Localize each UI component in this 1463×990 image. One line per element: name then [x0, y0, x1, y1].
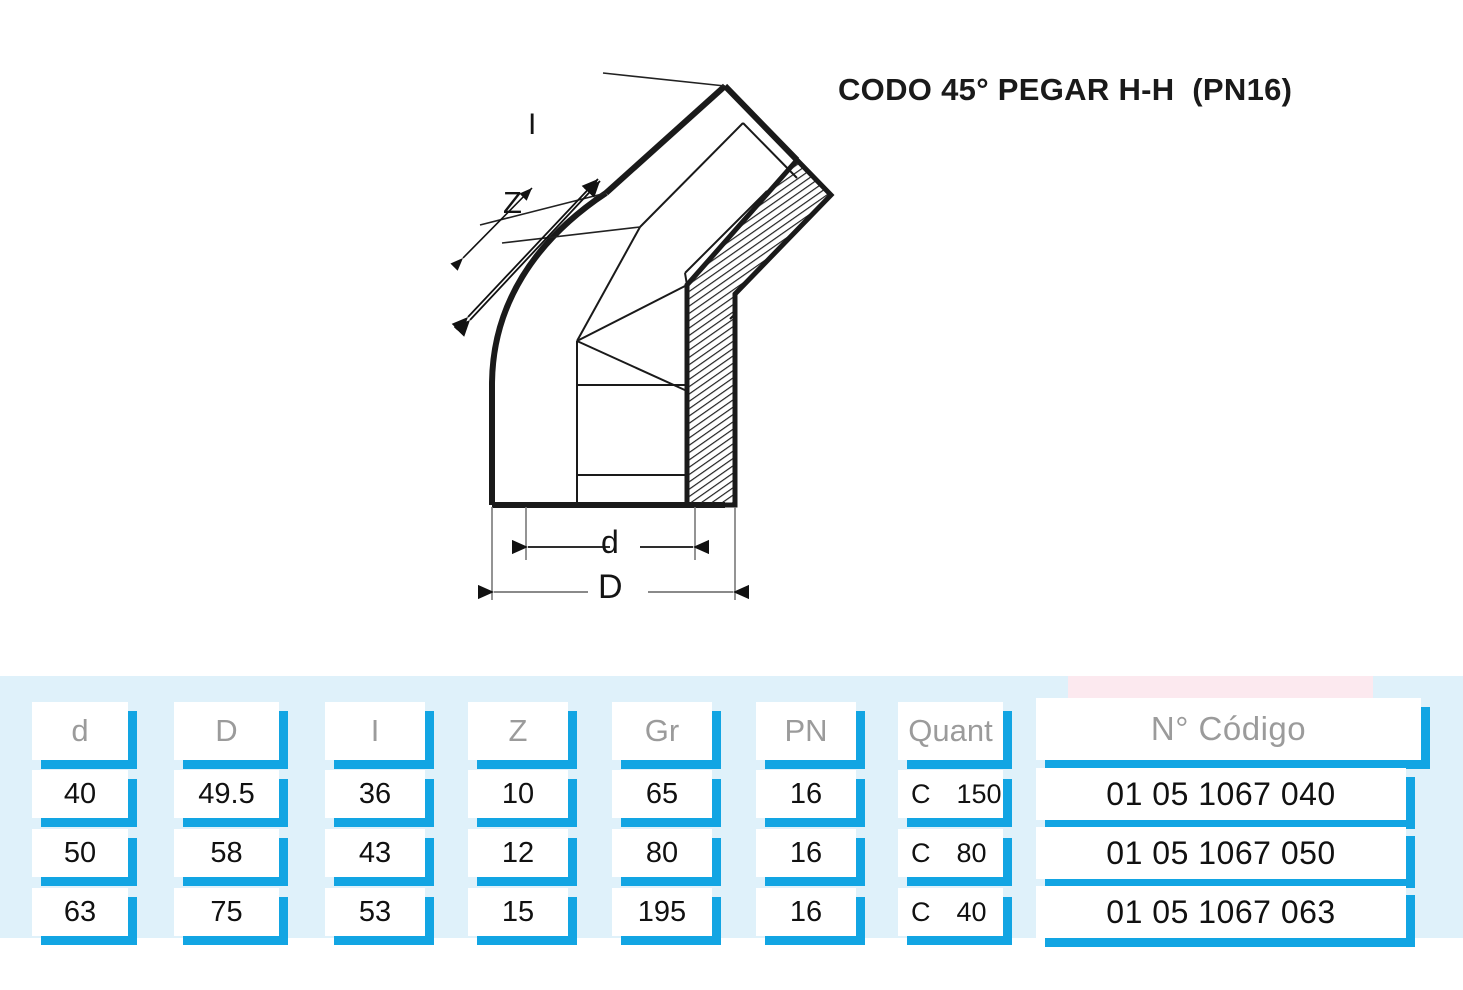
table-row: 49.5 — [174, 770, 279, 818]
table-row: 53 — [325, 888, 425, 936]
table-row-quant: C 80 — [898, 829, 1003, 877]
table-row: 12 — [468, 829, 568, 877]
table-row: 40 — [32, 770, 128, 818]
table-row: 43 — [325, 829, 425, 877]
elbow-cut-wall-hatched — [684, 156, 835, 508]
table-header-I: I — [325, 702, 425, 760]
quant-value: 80 — [956, 837, 987, 868]
table-row: 16 — [756, 829, 856, 877]
table-row: 80 — [612, 829, 712, 877]
dimension-arrow-I — [451, 178, 601, 337]
table-row: 195 — [612, 888, 712, 936]
table-row-quant: C 40 — [898, 888, 1003, 936]
table-row-codigo: 01 05 1067 050 — [1036, 827, 1406, 879]
table-row: 63 — [32, 888, 128, 936]
dimension-label-I: I — [528, 108, 537, 141]
table-row-quant: C 150 — [898, 770, 1003, 818]
table-row: 65 — [612, 770, 712, 818]
quant-value: 40 — [956, 896, 987, 927]
page-title: CODO 45° PEGAR H-H (PN16) — [838, 72, 1293, 107]
table-header-codigo: N° Código — [1036, 698, 1421, 760]
table-header-D: D — [174, 702, 279, 760]
table-header-PN: PN — [756, 702, 856, 760]
table-row: 16 — [756, 888, 856, 936]
dimension-label-D: D — [598, 568, 623, 606]
table-header-quant: Quant — [898, 702, 1003, 760]
dimension-label-d: d — [601, 524, 619, 560]
quant-unit: C — [911, 837, 931, 868]
elbow-outer-contour — [489, 83, 800, 508]
table-header-Z: Z — [468, 702, 568, 760]
technical-drawing — [440, 55, 860, 615]
specification-table: d D I Z Gr PN Quant N° Código 40 49.5 36… — [0, 676, 1463, 938]
table-header-Gr: Gr — [612, 702, 712, 760]
quant-value: 150 — [956, 778, 1002, 809]
dimension-label-Z: Z — [503, 185, 522, 220]
elbow-diagram-svg — [450, 72, 835, 600]
dimension-arrow-Z — [450, 187, 533, 271]
table-row: 36 — [325, 770, 425, 818]
table-header-d: d — [32, 702, 128, 760]
table-row: 58 — [174, 829, 279, 877]
table-row: 15 — [468, 888, 568, 936]
table-row: 10 — [468, 770, 568, 818]
table-row: 16 — [756, 770, 856, 818]
table-row: 75 — [174, 888, 279, 936]
table-row: 50 — [32, 829, 128, 877]
quant-unit: C — [911, 896, 931, 927]
table-row-codigo: 01 05 1067 040 — [1036, 768, 1406, 820]
table-row-codigo: 01 05 1067 063 — [1036, 886, 1406, 938]
quant-unit: C — [911, 778, 931, 809]
